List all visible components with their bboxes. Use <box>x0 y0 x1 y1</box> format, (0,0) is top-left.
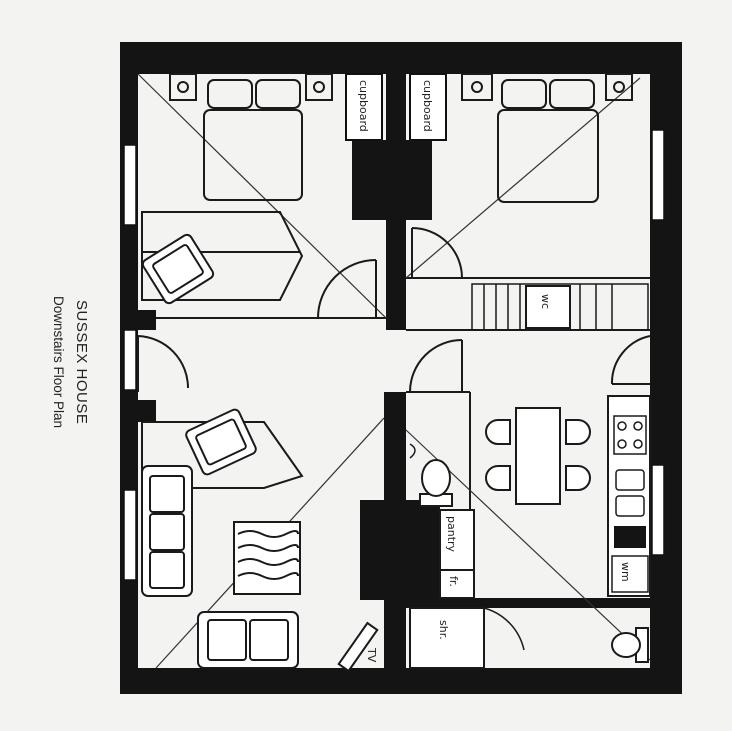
rug <box>233 521 301 595</box>
chimney-upper <box>352 140 432 220</box>
wall-stub-left-upper <box>138 310 156 330</box>
door-kitchen <box>409 339 463 393</box>
nightstand-right-2 <box>605 73 633 101</box>
bed-right <box>497 79 599 203</box>
washing-machine: wm <box>611 555 649 593</box>
cupboard-left: cupboard <box>345 73 383 141</box>
wc-downstairs <box>419 459 453 507</box>
wall-shower <box>406 598 650 608</box>
dining-table <box>515 407 561 505</box>
armchair-bedroom <box>141 233 215 305</box>
bed-left <box>203 79 303 201</box>
tv-label: TV <box>365 647 378 663</box>
appliance-dark <box>614 526 646 548</box>
shower-door <box>483 607 525 668</box>
basin-downstairs <box>409 443 416 459</box>
fridge: fr. <box>439 569 475 599</box>
wall-stub-left-lower <box>138 400 156 422</box>
loveseat <box>197 611 299 669</box>
wall-top <box>120 42 682 74</box>
cupboard-left-label: cupboard <box>357 80 370 132</box>
sink <box>615 469 645 517</box>
pantry-label: pantry <box>445 516 458 553</box>
sofa <box>141 465 193 597</box>
door-bedroom-right <box>411 227 463 279</box>
cupboard-right-label: cupboard <box>421 80 434 132</box>
armchair-lounge <box>185 408 257 476</box>
door-back <box>610 335 651 385</box>
fridge-label: fr. <box>447 576 460 587</box>
pantry: pantry <box>439 509 475 571</box>
door-bedroom-left <box>317 259 377 319</box>
left-windows <box>123 144 137 581</box>
wm-label: wm <box>619 562 632 582</box>
hob <box>613 415 647 455</box>
staircase <box>471 283 649 331</box>
wc-label: wc <box>539 294 552 309</box>
door-hall <box>137 335 189 392</box>
toilet-shower-room <box>611 627 649 663</box>
nightstand-left-2 <box>305 73 333 101</box>
nightstand-left-1 <box>169 73 197 101</box>
right-windows <box>651 129 665 556</box>
interior-walls <box>138 74 650 668</box>
chimney-block <box>360 500 440 600</box>
tv-unit: TV <box>337 621 379 673</box>
wall-bottom <box>120 668 682 694</box>
wc-upstairs: wc <box>525 285 571 329</box>
dining-chairs <box>485 419 591 491</box>
cupboard-right: cupboard <box>409 73 447 141</box>
nightstand-right-1 <box>461 73 493 101</box>
shower-label: shr. <box>437 620 450 640</box>
shower: shr. <box>409 607 485 669</box>
